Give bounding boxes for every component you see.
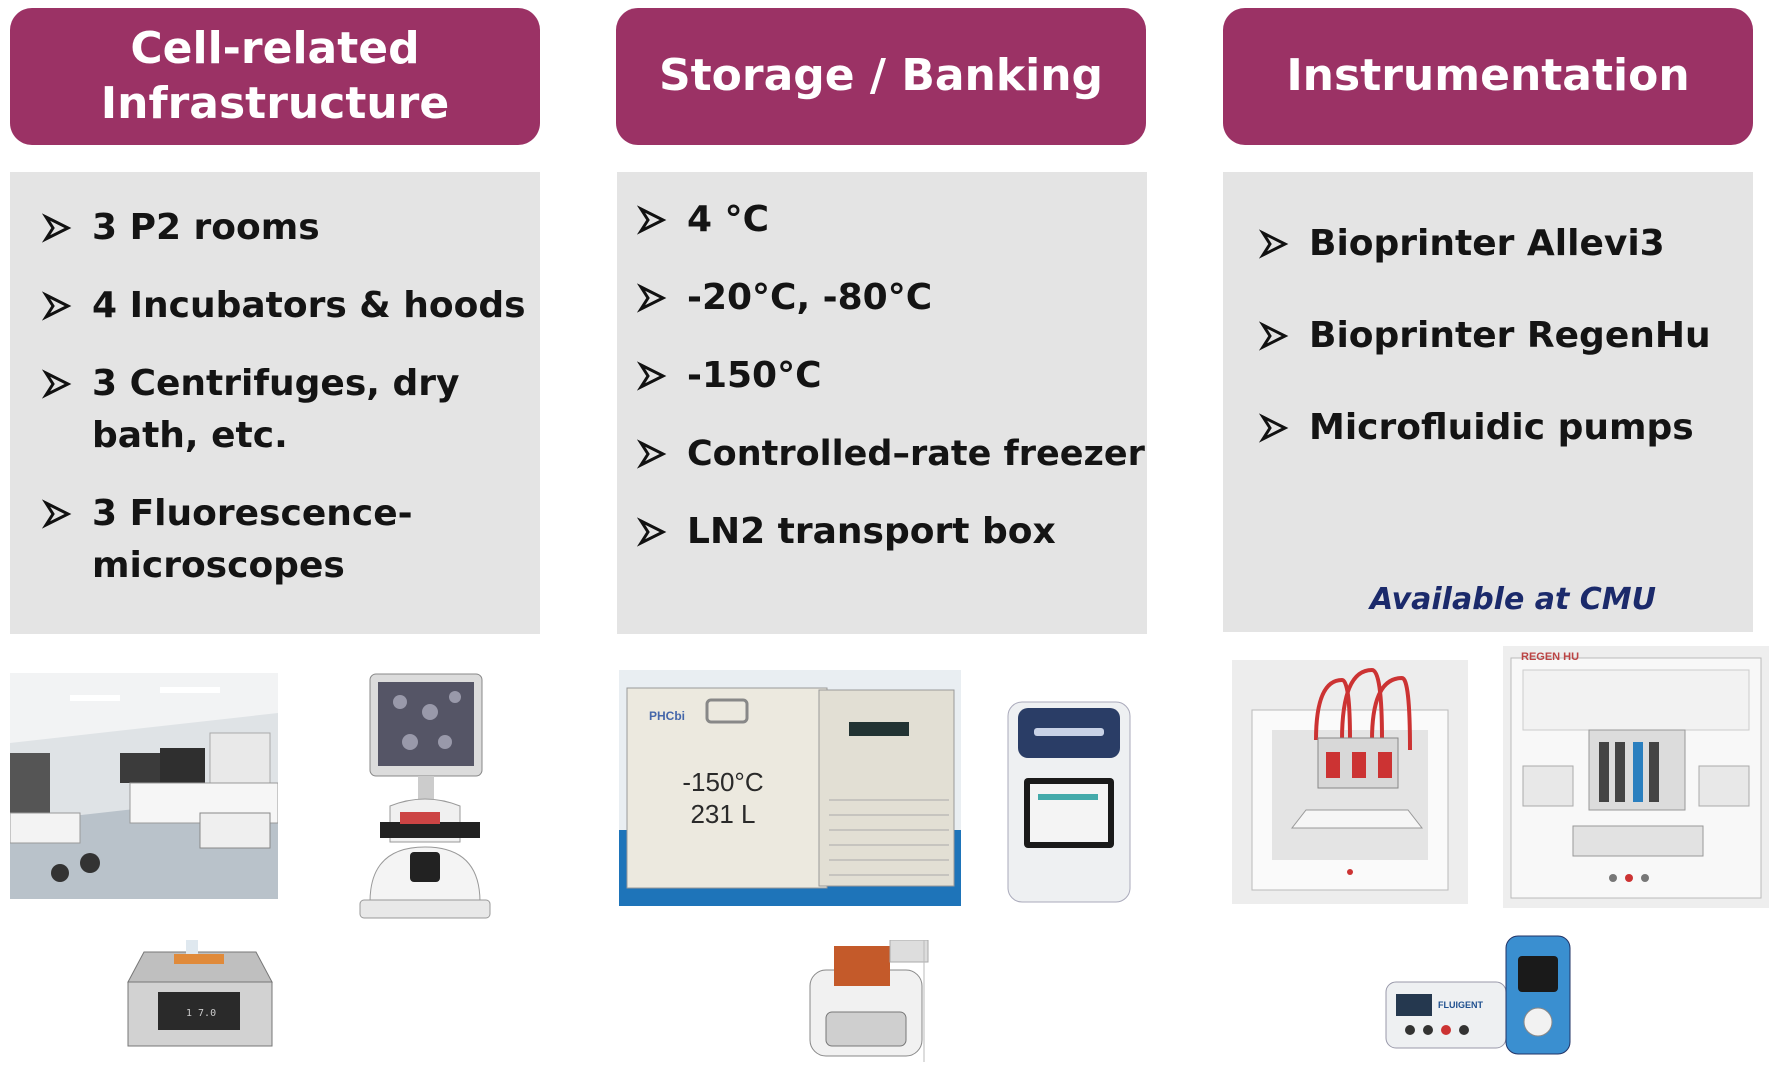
list-item: 4 °C <box>637 194 1139 246</box>
header-title: Instrumentation <box>1286 50 1690 102</box>
list-item: Microfluidic pumps <box>1259 402 1745 454</box>
availability-note: Available at CMU <box>1370 582 1656 617</box>
header-instrumentation: Instrumentation <box>1223 8 1753 145</box>
arrowhead-bullet-icon <box>637 506 673 558</box>
item-text: Controlled–rate freezer <box>687 434 1145 474</box>
list-item: -150°C <box>637 350 1139 402</box>
list-item: 3 Fluorescence- microscopes <box>42 488 532 592</box>
arrowhead-bullet-icon <box>42 280 78 332</box>
list-item: LN2 transport box <box>637 506 1139 558</box>
list-item: 3 Centrifuges, dry bath, etc. <box>42 358 532 462</box>
list-item: 3 P2 rooms <box>42 202 532 254</box>
item-text: Bioprinter RegenHu <box>1309 315 1711 356</box>
svg-text:REGEN HU: REGEN HU <box>1521 651 1579 663</box>
panel-instrumentation: Bioprinter Allevi3 Bioprinter RegenHu Mi… <box>1223 172 1753 632</box>
arrowhead-bullet-icon <box>42 488 78 540</box>
arrowhead-bullet-icon <box>637 350 673 402</box>
arrowhead-bullet-icon <box>637 272 673 324</box>
freezer-capacity-label: -150°C 231 L <box>682 767 764 829</box>
item-text: 3 Centrifuges, dry bath, etc. <box>92 363 460 456</box>
lab-room-photo <box>10 673 278 899</box>
controlled-rate-freezer-photo <box>994 698 1144 908</box>
item-text: 4 °C <box>687 199 770 240</box>
panel-cell-infrastructure: 3 P2 rooms 4 Incubators & hoods 3 Centri… <box>10 172 540 634</box>
arrowhead-bullet-icon <box>637 428 673 480</box>
microfluidic-pumps-photo: FLUIGENT <box>1380 930 1576 1060</box>
header-cell-infrastructure: Cell-related Infrastructure <box>10 8 540 145</box>
microscope-photo <box>350 672 500 932</box>
list-item: -20°C, -80°C <box>637 272 1139 324</box>
item-text: LN2 transport box <box>687 511 1056 552</box>
item-text: 4 Incubators & hoods <box>92 285 526 326</box>
arrowhead-bullet-icon <box>42 358 78 410</box>
bioprinter-allevi3-photo <box>1232 660 1468 904</box>
header-title: Cell-related Infrastructure <box>100 22 450 129</box>
svg-text:PHCbi: PHCbi <box>649 709 685 723</box>
list-item: 4 Incubators & hoods <box>42 280 532 332</box>
svg-text:1 7.0: 1 7.0 <box>186 1008 216 1019</box>
arrowhead-bullet-icon <box>1259 402 1295 454</box>
svg-text:FLUIGENT: FLUIGENT <box>1438 1000 1483 1010</box>
ln2-transport-box-photo <box>804 940 932 1062</box>
item-text: 3 P2 rooms <box>92 207 320 248</box>
item-text: Bioprinter Allevi3 <box>1309 223 1665 264</box>
list-item: Controlled–rate freezer <box>637 428 1147 480</box>
arrowhead-bullet-icon <box>637 194 673 246</box>
dry-bath-photo: 1 7.0 <box>124 932 276 1052</box>
item-text: 3 Fluorescence- microscopes <box>92 493 413 586</box>
bioprinter-regenhu-photo: REGEN HU <box>1503 646 1769 908</box>
header-title: Storage / Banking <box>658 50 1104 102</box>
arrowhead-bullet-icon <box>1259 218 1295 270</box>
item-text: Microfluidic pumps <box>1309 407 1694 448</box>
arrowhead-bullet-icon <box>42 202 78 254</box>
header-storage-banking: Storage / Banking <box>616 8 1146 145</box>
panel-storage-banking: 4 °C -20°C, -80°C -150°C Controlled–rate… <box>617 172 1147 634</box>
list-item: Bioprinter Allevi3 <box>1259 218 1745 270</box>
item-text: -150°C <box>687 355 822 396</box>
arrowhead-bullet-icon <box>1259 310 1295 362</box>
list-item: Bioprinter RegenHu <box>1259 310 1745 362</box>
item-text: -20°C, -80°C <box>687 277 933 318</box>
freezer-photo: PHCbi -150°C 231 L <box>619 670 961 906</box>
